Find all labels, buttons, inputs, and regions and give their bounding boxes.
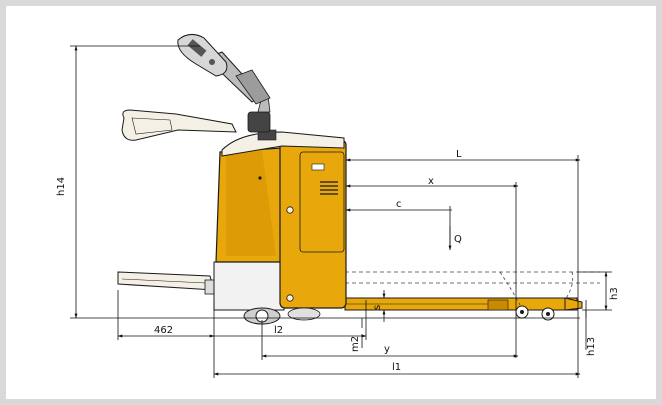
label-Q: Q [454,234,462,245]
chassis-lower [213,261,285,311]
truck-drawing [117,34,600,325]
label-l1: l1 [392,362,401,373]
dimension-labels: h14 L x c Q h3 s 462 l2 m2 y h13 l1 [56,149,620,373]
drive-wheels [243,307,321,325]
label-m2: m2 [350,336,361,352]
label-c: c [396,199,402,210]
label-l2: l2 [274,325,283,336]
label-462: 462 [154,325,173,336]
raised-fork-dashed [345,271,600,306]
label-L: L [456,149,462,160]
label-h3: h3 [609,287,620,300]
label-x: x [428,176,434,187]
label-h13: h13 [586,337,597,356]
label-y: y [384,344,390,355]
operator-platform [117,271,218,295]
dimension-lines [70,45,612,378]
vent-slots [320,181,338,195]
tiller-handle [121,34,271,141]
label-h14: h14 [56,177,67,196]
label-s: s [372,305,383,310]
truck-body [215,129,347,309]
